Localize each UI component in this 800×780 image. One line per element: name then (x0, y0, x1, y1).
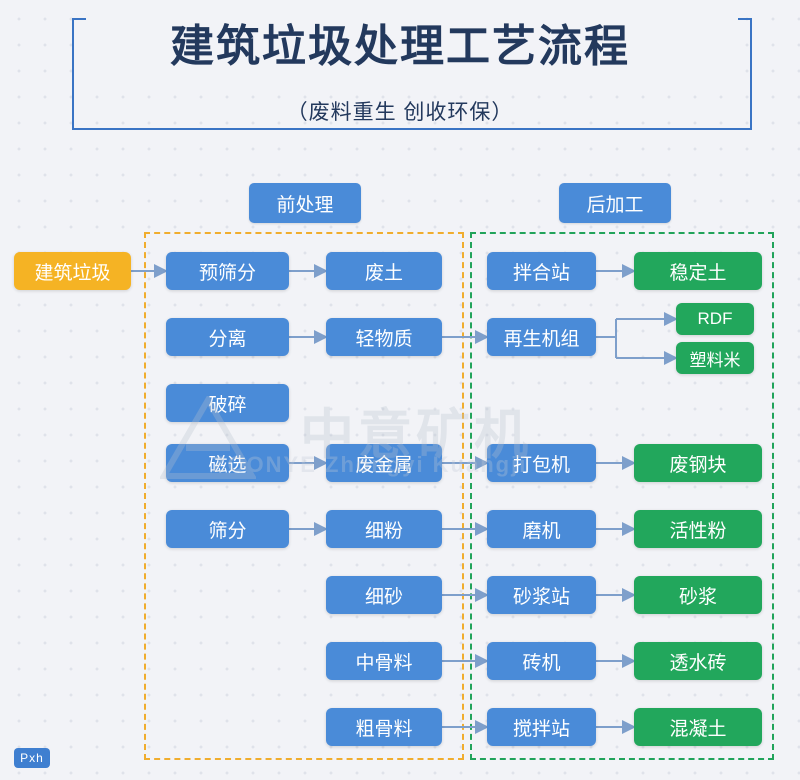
section-header-pre: 前处理 (249, 183, 361, 223)
node-post-concrete-station[interactable]: 搅拌站 (487, 708, 596, 746)
node-product-fine-powder[interactable]: 细粉 (326, 510, 442, 548)
node-output-concrete[interactable]: 混凝土 (634, 708, 762, 746)
node-pre-screening[interactable]: 筛分 (166, 510, 289, 548)
node-product-waste-soil[interactable]: 废土 (326, 252, 442, 290)
node-product-medium-aggregate[interactable]: 中骨料 (326, 642, 442, 680)
node-output-rdf[interactable]: RDF (676, 303, 754, 335)
node-post-recycling-unit[interactable]: 再生机组 (487, 318, 596, 356)
section-header-post: 后加工 (559, 183, 671, 223)
node-output-stabilized-soil[interactable]: 稳定土 (634, 252, 762, 290)
node-post-baler[interactable]: 打包机 (487, 444, 596, 482)
node-product-coarse-aggregate[interactable]: 粗骨料 (326, 708, 442, 746)
corner-badge: Pxh (14, 748, 50, 768)
page-subtitle: （废料重生 创收环保） (286, 101, 514, 124)
node-pre-magnetic-separation[interactable]: 磁选 (166, 444, 289, 482)
node-pre-crushing[interactable]: 破碎 (166, 384, 289, 422)
node-post-mortar-station[interactable]: 砂浆站 (487, 576, 596, 614)
node-pre-separation[interactable]: 分离 (166, 318, 289, 356)
node-output-active-powder[interactable]: 活性粉 (634, 510, 762, 548)
node-output-mortar[interactable]: 砂浆 (634, 576, 762, 614)
node-product-waste-metal[interactable]: 废金属 (326, 444, 442, 482)
node-post-brick-machine[interactable]: 砖机 (487, 642, 596, 680)
node-output-scrap-steel[interactable]: 废钢块 (634, 444, 762, 482)
node-post-grinding-mill[interactable]: 磨机 (487, 510, 596, 548)
node-source-construction-waste[interactable]: 建筑垃圾 (14, 252, 131, 290)
header: 建筑垃圾处理工艺流程 （废料重生 创收环保） (0, 0, 800, 150)
group-box-pre-processing (144, 232, 464, 760)
node-pre-presort[interactable]: 预筛分 (166, 252, 289, 290)
node-product-fine-sand[interactable]: 细砂 (326, 576, 442, 614)
node-post-mixing-station[interactable]: 拌合站 (487, 252, 596, 290)
node-output-permeable-brick[interactable]: 透水砖 (634, 642, 762, 680)
group-box-post-processing (470, 232, 774, 760)
title-frame-mask (86, 12, 738, 90)
page-title: 建筑垃圾处理工艺流程 (170, 22, 630, 71)
node-output-plastic-pellets[interactable]: 塑料米 (676, 342, 754, 374)
node-product-light-material[interactable]: 轻物质 (326, 318, 442, 356)
